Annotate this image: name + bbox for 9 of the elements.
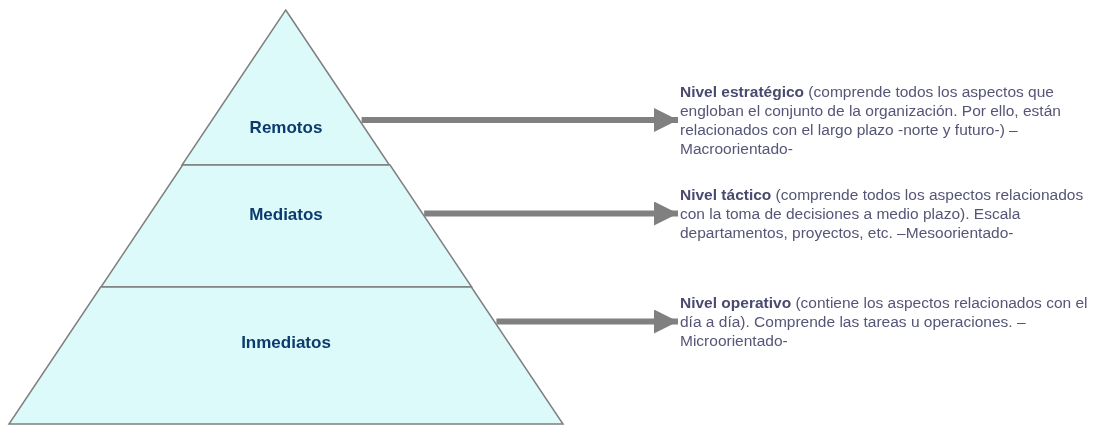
tier-label: Inmediatos <box>240 333 332 353</box>
description-text: Nivel estratégico (comprende todos los aspectos que engloban el conjunto de la organización. Por ello, están relacionados con el largo plazo -norte y futuro-) –Macroorientado- <box>680 82 1105 158</box>
arrow <box>496 309 678 334</box>
description-text: Nivel operativo (contiene los aspectos relacionados con el día a día). Comprende las tareas u operaciones. –Microorientado- <box>680 293 1105 350</box>
arrow <box>361 108 678 132</box>
tier-label: Mediatos <box>248 205 324 225</box>
description-text: Nivel táctico (comprende todos los aspectos relacionados con la toma de decisiones a medio plazo). Escala departamentos, proyectos, etc. –Mesoorientado- <box>680 185 1105 242</box>
arrow <box>424 201 678 226</box>
tier-label: Remotos <box>248 118 324 138</box>
